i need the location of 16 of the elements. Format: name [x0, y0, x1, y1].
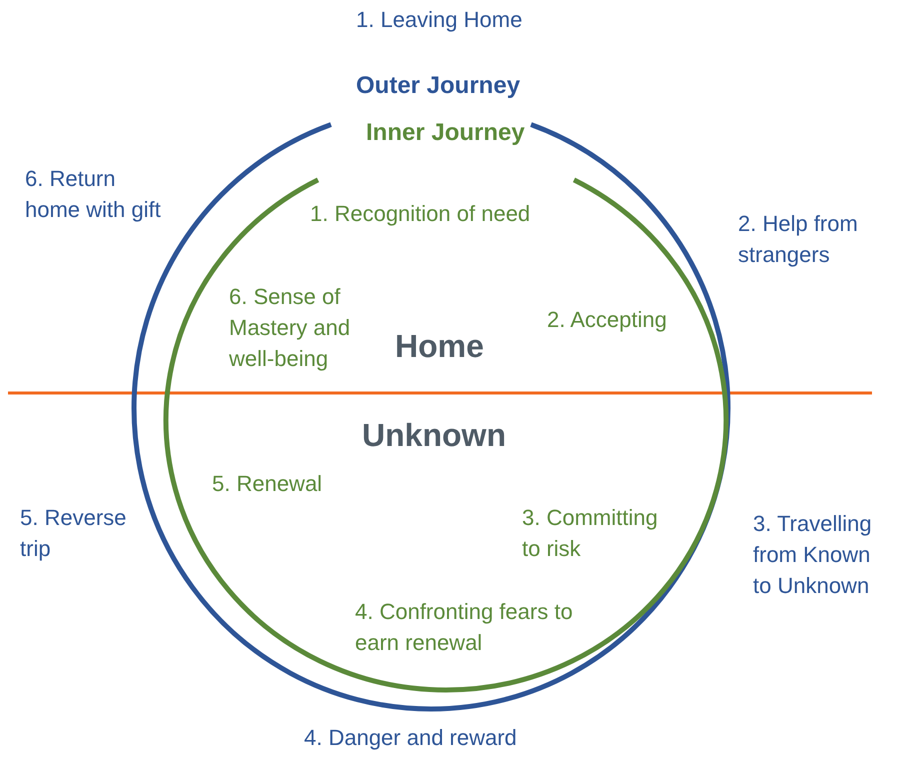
stage-label: 4. Danger and reward — [304, 724, 518, 752]
stage-label: 6. Return home with gift — [25, 165, 162, 224]
circle-heading: Outer Journey — [356, 71, 520, 101]
stage-label: 1. Leaving Home — [356, 6, 524, 34]
stage-label: 6. Sense of Mastery and well-being — [229, 283, 352, 373]
circle-heading: Inner Journey — [366, 118, 525, 148]
stage-label: 5. Renewal — [212, 470, 324, 498]
stage-label: 2. Accepting — [547, 306, 668, 334]
stage-label: 4. Confronting fears to earn renewal — [355, 598, 574, 657]
stage-label: 5. Reverse trip — [20, 504, 128, 563]
stage-label: 2. Help from strangers — [738, 210, 859, 269]
region-label: Home — [395, 331, 485, 362]
stage-label: 3. Travelling from Known to Unknown — [753, 510, 873, 600]
stage-label: 3. Committing to risk — [522, 504, 659, 563]
stage-label: 1. Recognition of need — [310, 200, 532, 228]
region-label: Unknown — [362, 420, 507, 451]
